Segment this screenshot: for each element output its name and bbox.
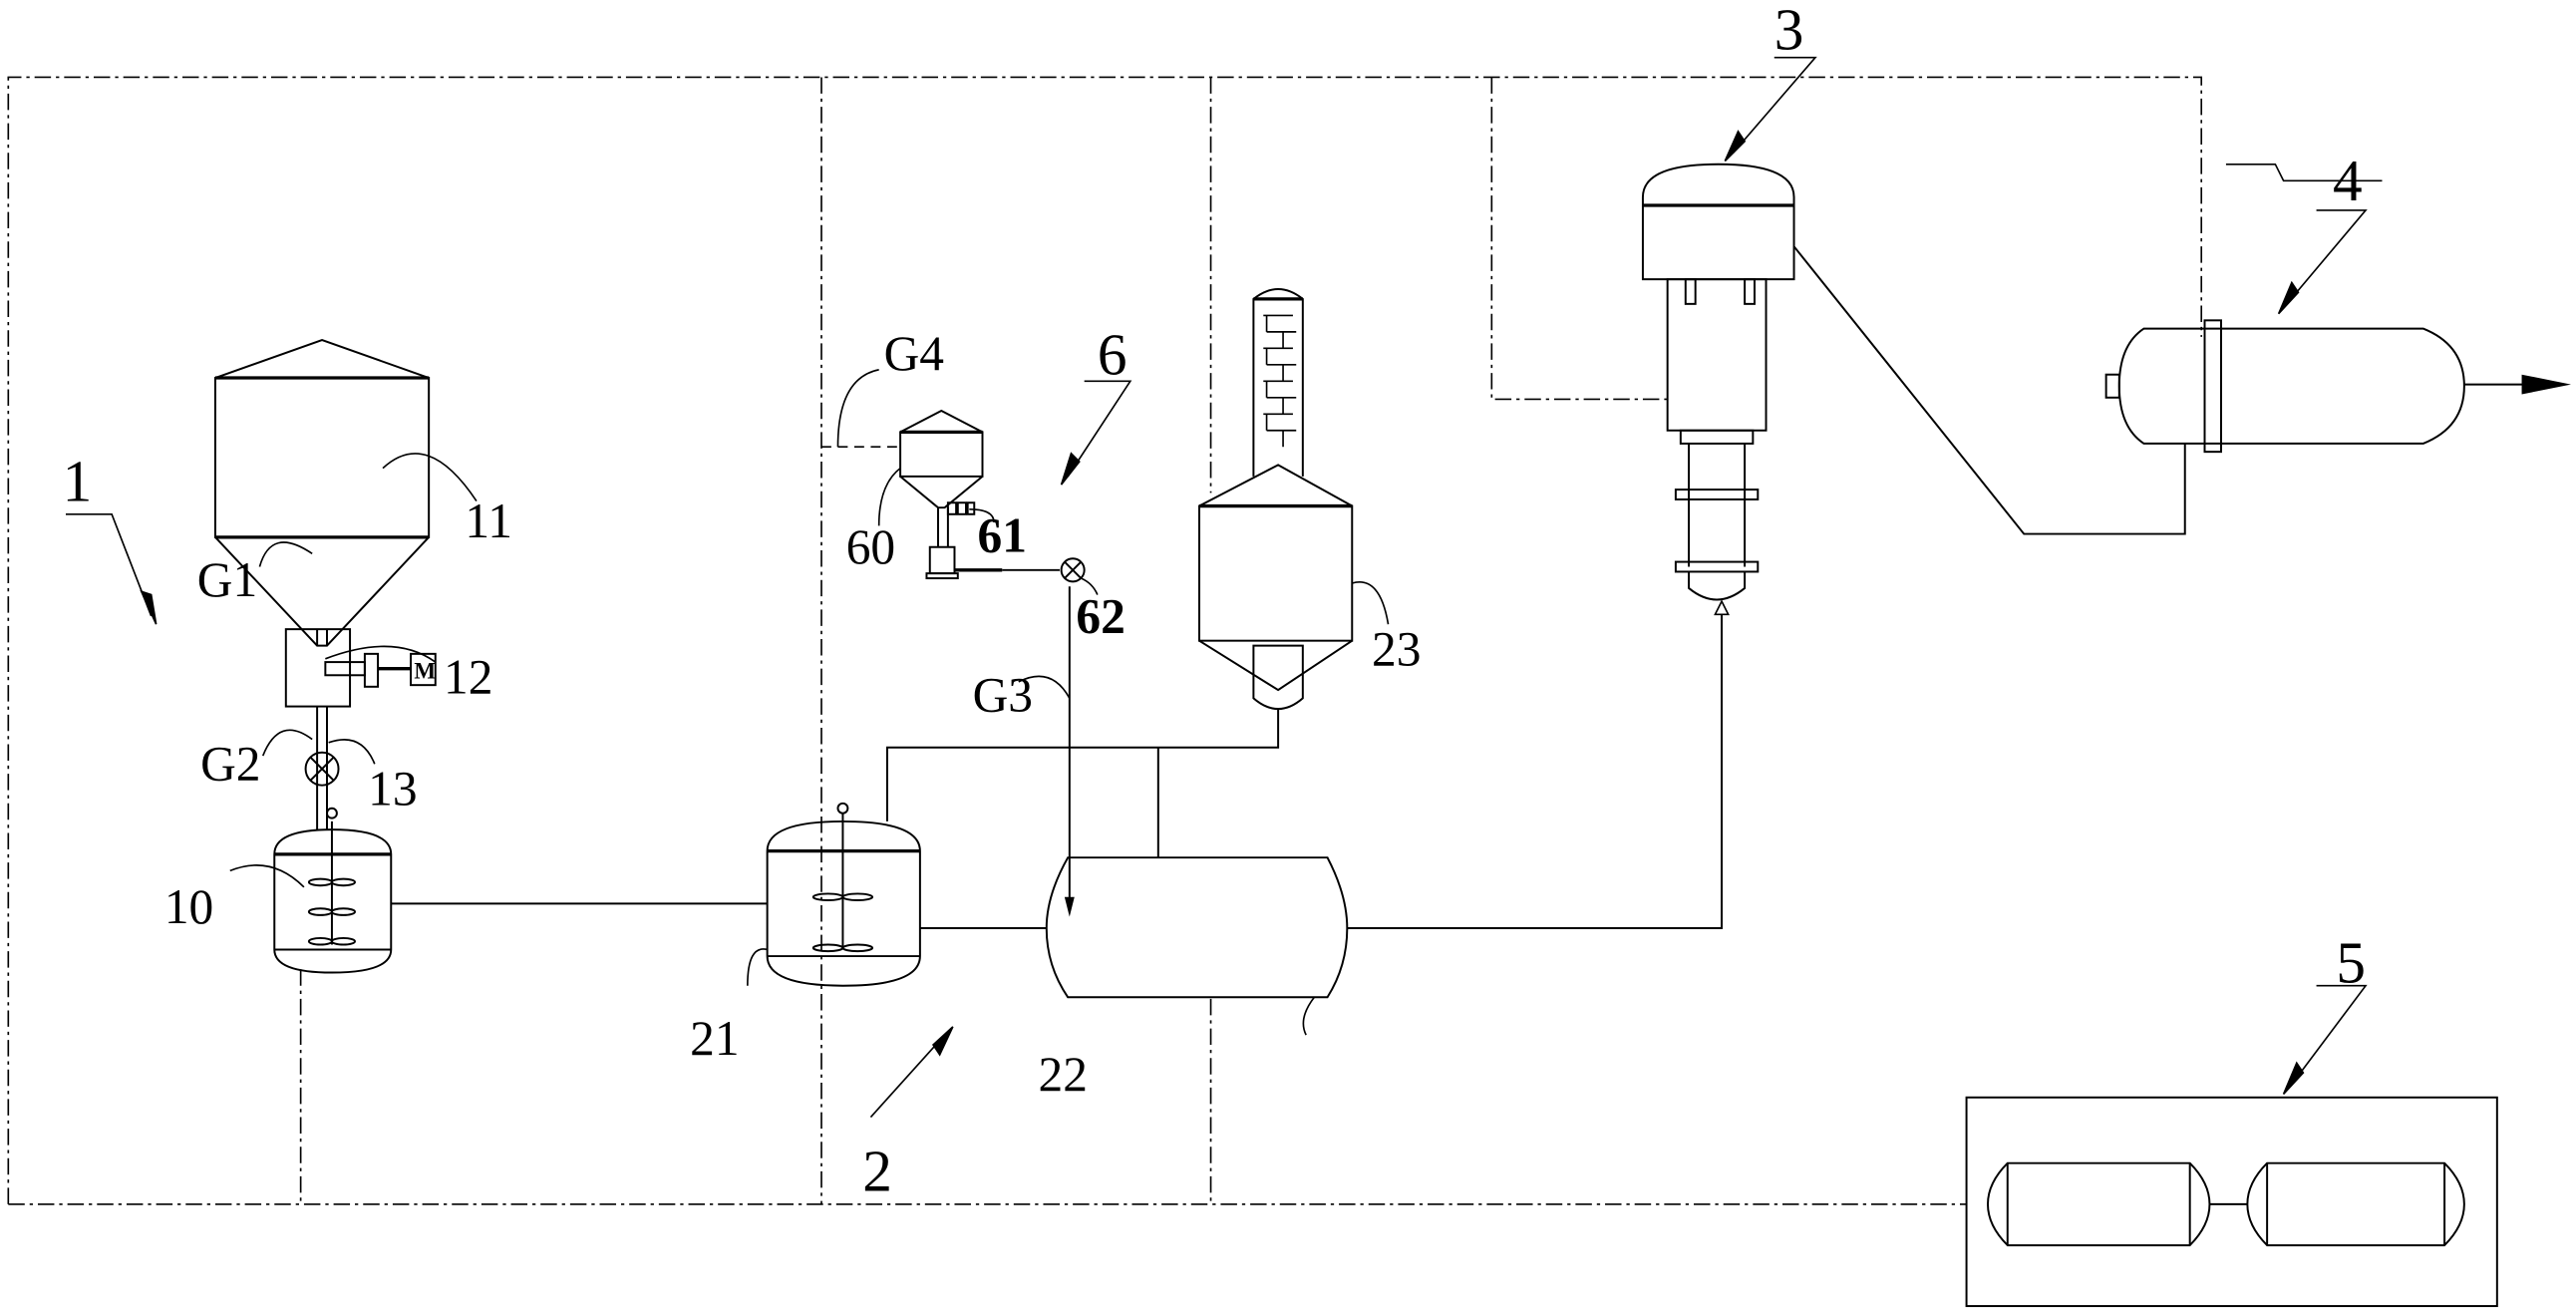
label-g1: G1 [197, 552, 257, 607]
label-10: 10 [164, 879, 213, 934]
mixing-tank-10 [274, 809, 391, 973]
hopper-60 [900, 411, 982, 578]
label-22: 22 [1039, 1047, 1088, 1102]
label-1: 1 [63, 449, 93, 514]
leader-lines [66, 58, 2382, 1118]
column-23 [1199, 289, 1352, 709]
valve-13-icon [306, 753, 339, 786]
label-6: 6 [1098, 322, 1127, 388]
label-23: 23 [1372, 621, 1421, 676]
label-g4: G4 [884, 326, 944, 381]
arrow-up-icon [1715, 601, 1728, 614]
motor-icon: M [414, 658, 436, 684]
reactor-21 [768, 804, 920, 986]
labels: 1 2 3 4 5 6 11 12 13 10 21 22 23 60 61 6… [63, 0, 2366, 1204]
label-g3: G3 [973, 668, 1033, 723]
pipe-21-23 [887, 710, 1278, 821]
valve-61-icon [948, 502, 974, 514]
label-5: 5 [2336, 929, 2366, 995]
storage-5 [1967, 1098, 2497, 1306]
label-60: 60 [846, 519, 895, 574]
tank-4 [2106, 320, 2571, 452]
label-g2: G2 [200, 737, 260, 792]
label-21: 21 [690, 1011, 739, 1066]
label-11: 11 [465, 493, 512, 548]
label-3: 3 [1774, 0, 1804, 62]
label-62: 62 [1076, 588, 1125, 643]
arrow-right-icon [2522, 375, 2571, 395]
label-2: 2 [862, 1139, 892, 1204]
pipe-g1-g2 [317, 629, 327, 829]
feeder-12: M [286, 629, 437, 706]
label-61: 61 [978, 508, 1027, 563]
arrow-down-icon [1065, 897, 1075, 917]
pipe-3-4 [1794, 246, 2185, 533]
label-12: 12 [444, 649, 492, 704]
valve-62-icon [1062, 558, 1085, 581]
label-4: 4 [2333, 148, 2363, 213]
reactor-3 [1643, 164, 1794, 600]
vessel-22 [1047, 857, 1348, 997]
label-13: 13 [368, 761, 417, 816]
